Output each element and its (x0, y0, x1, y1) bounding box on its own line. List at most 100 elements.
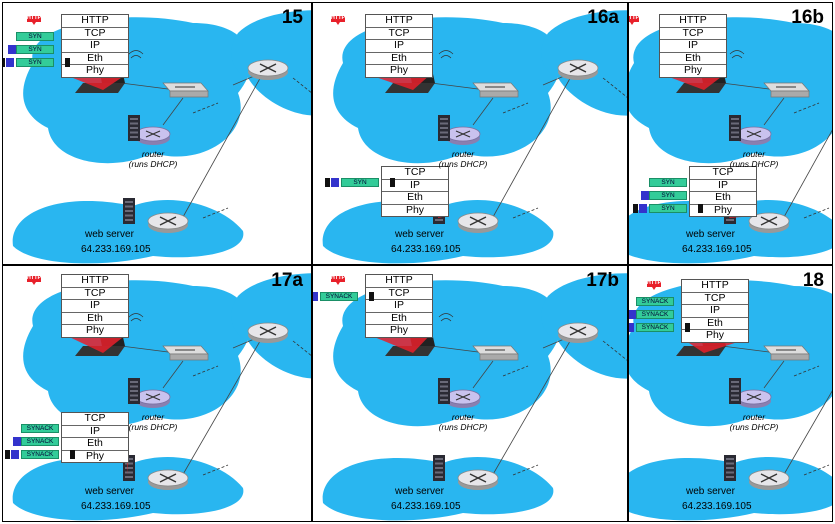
server-packet-label: SYNACK (26, 438, 54, 445)
http-badge-label: HTTP (330, 275, 346, 281)
client-packet-label: SYNACK (641, 311, 669, 318)
server-packet: SYNACK (21, 424, 59, 433)
server-cloud (322, 457, 554, 521)
web-server-ip: 64.233.169.105 (682, 501, 752, 512)
server-layer: Phy (85, 449, 105, 462)
switch-icon (472, 345, 519, 361)
router-label: router(runs DHCP) (428, 412, 498, 432)
server-packet: SYN (633, 204, 703, 213)
dhcp-router-icon (135, 389, 171, 408)
server-packet: SYNACK (5, 450, 75, 459)
router-label-line-2: (runs DHCP) (438, 159, 488, 169)
client-layer: Eth (660, 52, 726, 65)
router-label-line-2: (runs DHCP) (128, 159, 178, 169)
server-packet-label: SYNACK (26, 451, 54, 458)
dhcp-server-icon (729, 378, 741, 404)
client-layer: TCP (682, 292, 748, 305)
step-number: 18 (802, 270, 824, 291)
router-label-line-2: (runs DHCP) (128, 422, 178, 432)
http-message-icon: HTTP (329, 13, 347, 25)
http-badge-label: HTTP (26, 15, 42, 21)
router-label: router(runs DHCP) (719, 149, 789, 169)
isp-router-icon (247, 322, 289, 343)
router-label-line-1: router (451, 412, 475, 422)
web-server-icon (123, 198, 135, 224)
client-layer: IP (366, 39, 432, 53)
dhcp-router-icon (445, 126, 481, 145)
client-packet: SYN (3, 58, 70, 67)
client-layer: HTTP (660, 14, 726, 28)
switch-icon (763, 82, 810, 98)
isp-router-icon (557, 59, 599, 80)
switch-icon (472, 82, 519, 98)
client-stack-wedge (683, 339, 747, 353)
dhcp-server-icon (128, 378, 140, 404)
server-packet-label: SYN (353, 179, 367, 186)
server-packet: SYN (649, 178, 687, 187)
step-number: 17a (271, 270, 303, 291)
server-packet: SYNACK (13, 437, 67, 446)
client-layer: Phy (683, 64, 703, 76)
edge-router-icon (748, 212, 790, 233)
step-number: 16a (587, 7, 619, 28)
client-layer: TCP (366, 27, 432, 40)
client-layer: TCP (62, 27, 128, 40)
isp-router-icon (247, 59, 289, 80)
isp-router-icon (557, 322, 599, 343)
edge-router-icon (457, 469, 499, 490)
dhcp-router-icon (445, 389, 481, 408)
switch-icon (162, 345, 209, 361)
dhcp-router-icon (135, 126, 171, 145)
client-layer: TCP (62, 287, 128, 300)
client-layer: HTTP (62, 274, 128, 288)
router-label-line-1: router (141, 149, 165, 159)
router-label-line-1: router (742, 412, 766, 422)
lan-cloud (23, 280, 251, 427)
isp-cloud (832, 273, 833, 378)
client-layer: Phy (389, 64, 409, 76)
web-server-label: web server (686, 229, 735, 240)
web-server-ip: 64.233.169.105 (682, 244, 752, 255)
server-layer: Eth (62, 437, 128, 451)
router-label-line-2: (runs DHCP) (438, 422, 488, 432)
client-packet-label: SYN (28, 46, 42, 53)
router-label: router(runs DHCP) (118, 149, 188, 169)
edge-router-icon (147, 469, 189, 490)
web-server-label: web server (395, 486, 444, 497)
client-packet: SYN (16, 32, 54, 41)
router-label: router(runs DHCP) (118, 412, 188, 432)
web-server-ip: 64.233.169.105 (391, 501, 461, 512)
dhcp-server-icon (438, 378, 450, 404)
network-drawing (12, 273, 311, 521)
client-stack-wedge (367, 334, 431, 353)
web-server-label: web server (85, 229, 134, 240)
client-layer: Phy (85, 324, 105, 336)
switch-icon (763, 345, 810, 361)
lan-cloud (23, 17, 251, 164)
network-drawing (322, 273, 627, 521)
client-layer: Eth (62, 52, 128, 65)
client-packet: SYNACK (629, 310, 682, 319)
server-layer: Phy (405, 203, 425, 216)
server-packet: SYN (641, 191, 695, 200)
lan-cloud (629, 280, 832, 427)
http-badge-label: HTTP (628, 15, 640, 21)
web-server-icon (724, 455, 736, 481)
client-layer: IP (62, 39, 128, 53)
client-layer: IP (660, 39, 726, 53)
router-label-line-2: (runs DHCP) (729, 422, 779, 432)
network-drawing (322, 10, 627, 264)
server-layer: TCP (690, 166, 756, 180)
router-label: router(runs DHCP) (428, 149, 498, 169)
web-server-label: web server (686, 486, 735, 497)
http-message-icon: HTTP (628, 13, 641, 25)
client-layer: Phy (85, 64, 105, 76)
dhcp-server-icon (729, 115, 741, 141)
